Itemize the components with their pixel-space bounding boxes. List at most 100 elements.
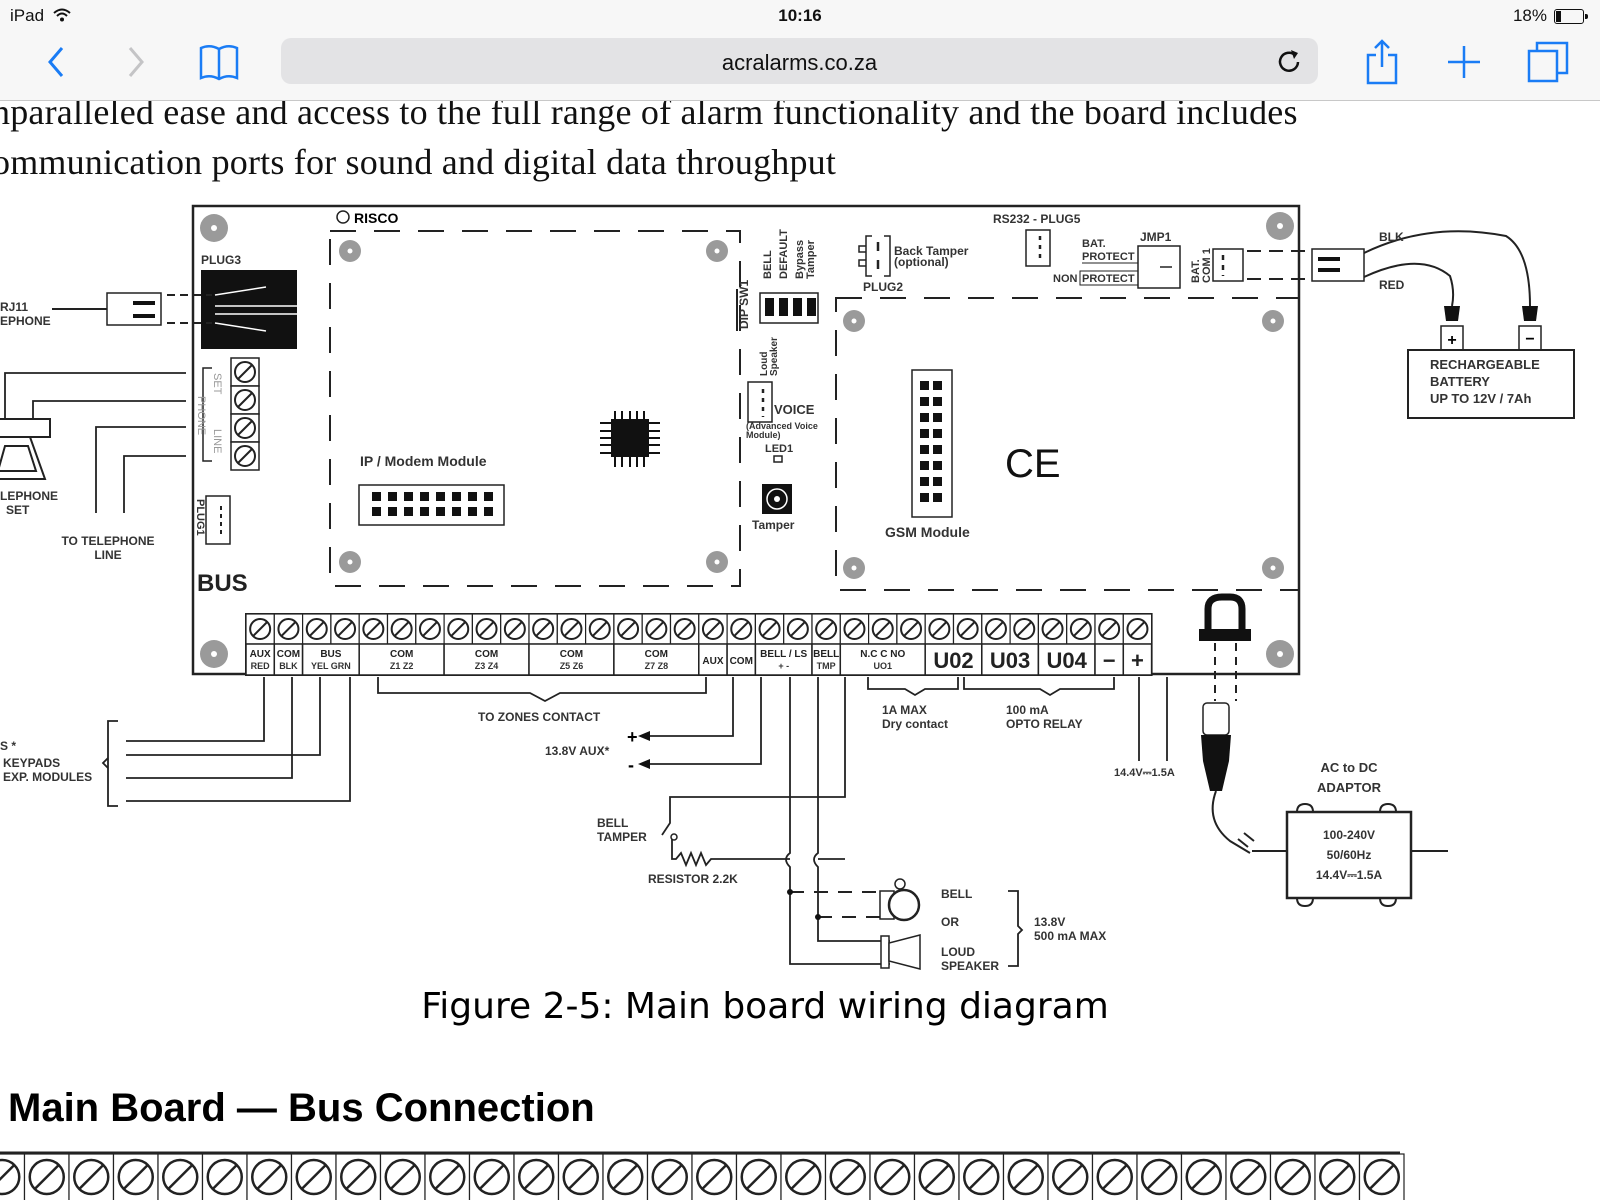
svg-text:BUS: BUS xyxy=(320,649,341,660)
bus-terminal-screw xyxy=(290,1153,337,1200)
terminal-screw xyxy=(726,613,756,645)
bus-terminal-screw xyxy=(468,1153,515,1200)
plus-icon xyxy=(1448,46,1480,78)
bus-terminal-screw xyxy=(1225,1153,1272,1200)
bus-terminal-screw xyxy=(557,1153,604,1200)
terminal-label: U03 xyxy=(981,643,1040,676)
uo1-bracket xyxy=(867,677,959,697)
terminal-screw xyxy=(1037,613,1068,645)
forward-button[interactable] xyxy=(118,40,154,84)
plug3-rj11-jack xyxy=(201,270,297,349)
keypads-label-2: KEYPADS xyxy=(3,756,60,770)
non-protect-label: NON xyxy=(1053,273,1078,285)
bus-terminal-screw xyxy=(1269,1153,1316,1200)
tabs-icon xyxy=(1527,41,1569,83)
terminal-screw xyxy=(839,613,870,645)
voice-label: VOICE xyxy=(774,402,815,417)
bus-wires xyxy=(101,677,351,807)
terminal-label: U04 xyxy=(1037,643,1096,676)
ac-dc-adaptor xyxy=(1285,802,1448,908)
bell-rating-label-2: 500 mA MAX xyxy=(1034,929,1106,943)
back-button[interactable] xyxy=(38,40,74,84)
bus-terminal-screw xyxy=(246,1153,293,1200)
svg-text:AUX: AUX xyxy=(250,649,271,660)
bat-com1-label-2: COM 1 xyxy=(1201,248,1213,283)
wifi-icon xyxy=(53,7,71,27)
tamper-switch-icon xyxy=(762,484,792,514)
mounting-hole xyxy=(1266,212,1294,240)
back-tamper-label: Back Tamper xyxy=(894,244,969,258)
terminal-screw xyxy=(896,613,926,645)
bus-terminal-screw xyxy=(201,1153,248,1200)
bus-label: BUS xyxy=(197,570,248,597)
telephone-set-label-2: SET xyxy=(6,503,30,517)
terminal-screw xyxy=(415,613,445,645)
rs232-connector xyxy=(1025,229,1051,267)
svg-text:COM: COM xyxy=(560,649,583,660)
bus-terminal-screw xyxy=(602,1153,649,1200)
risco-logo-icon xyxy=(336,210,350,224)
adaptor-output-label: 14.4V⎓1.5A xyxy=(1316,868,1383,882)
aux-13-8v-label: 13.8V AUX* xyxy=(545,744,610,758)
jmp1-label: JMP1 xyxy=(1140,230,1172,244)
bus-terminal-screw xyxy=(112,1153,159,1200)
bookmarks-button[interactable] xyxy=(196,40,242,84)
led1-icon xyxy=(773,455,783,463)
telephone-set-label: LEPHONE xyxy=(0,489,58,503)
rj11-label: RJ11 xyxy=(0,300,28,314)
share-button[interactable] xyxy=(1362,39,1402,85)
terminal-screw xyxy=(273,613,304,645)
wiring-diagram: RISCO IP / Modem Module PLUG3 xyxy=(0,204,1575,973)
bat-protect-label-2: PROTECT xyxy=(1082,251,1135,263)
loud-speaker-out-label: LOUD xyxy=(941,945,975,959)
keypads-label: S * xyxy=(0,739,16,753)
bell-tamper-label: BELL xyxy=(597,816,628,830)
bus-terminal-screw xyxy=(913,1153,960,1200)
adaptor-title-2: ADAPTOR xyxy=(1317,780,1382,795)
svg-text:+: + xyxy=(1447,332,1456,349)
reload-icon xyxy=(1278,50,1300,72)
battery-icon xyxy=(1554,8,1588,24)
address-bar[interactable]: acralarms.co.za xyxy=(281,38,1318,84)
battery-label-3: UP TO 12V / 7Ah xyxy=(1430,391,1531,406)
microchip-icon xyxy=(600,411,660,467)
loud-speaker-label: Loud xyxy=(759,352,770,376)
jmp1-jumper[interactable] xyxy=(1137,245,1181,289)
new-tab-button[interactable] xyxy=(1444,40,1484,84)
plug2-connector xyxy=(858,235,891,277)
share-icon xyxy=(1366,39,1398,85)
dip-switch[interactable] xyxy=(759,292,819,324)
terminal-screw xyxy=(302,613,332,645)
bus-terminal-screw xyxy=(1358,1153,1405,1200)
rj11-plug xyxy=(52,292,212,326)
non-protect-label-2: PROTECT xyxy=(1082,273,1135,285)
svg-text:COM: COM xyxy=(645,649,668,660)
terminal-screw xyxy=(867,613,898,645)
mounting-hole xyxy=(200,214,228,242)
tabs-button[interactable] xyxy=(1526,40,1570,84)
aux-minus-sign: - xyxy=(628,755,634,775)
bus-terminal-screw xyxy=(691,1153,738,1200)
svg-text:COM: COM xyxy=(277,649,300,660)
url-text: acralarms.co.za xyxy=(721,50,878,75)
phone-terminal-block xyxy=(230,357,260,471)
svg-text:COM: COM xyxy=(390,649,413,660)
tamper-label: Tamper xyxy=(752,518,795,532)
svg-text:Z5 Z6: Z5 Z6 xyxy=(560,661,584,671)
terminal-screw xyxy=(471,613,502,645)
svg-text:−: − xyxy=(1103,648,1116,673)
mounting-hole xyxy=(200,640,228,668)
plug2-label: PLUG2 xyxy=(863,280,903,294)
opto-bracket xyxy=(963,677,1115,697)
svg-text:BLK: BLK xyxy=(279,661,298,671)
black-wire xyxy=(1363,230,1531,307)
reload-button[interactable] xyxy=(1274,46,1304,76)
dc-power-jack xyxy=(1199,593,1251,701)
bell-tamper-label-2: TAMPER xyxy=(597,830,647,844)
ip-modem-label: IP / Modem Module xyxy=(360,453,487,469)
resistor-label: RESISTOR 2.2K xyxy=(648,872,738,886)
bus-terminal-screw xyxy=(424,1153,471,1200)
rj11-label-2: EPHONE xyxy=(0,314,51,328)
rechargeable-battery: + − xyxy=(1407,325,1575,419)
svg-text:Z7 Z8: Z7 Z8 xyxy=(645,661,669,671)
